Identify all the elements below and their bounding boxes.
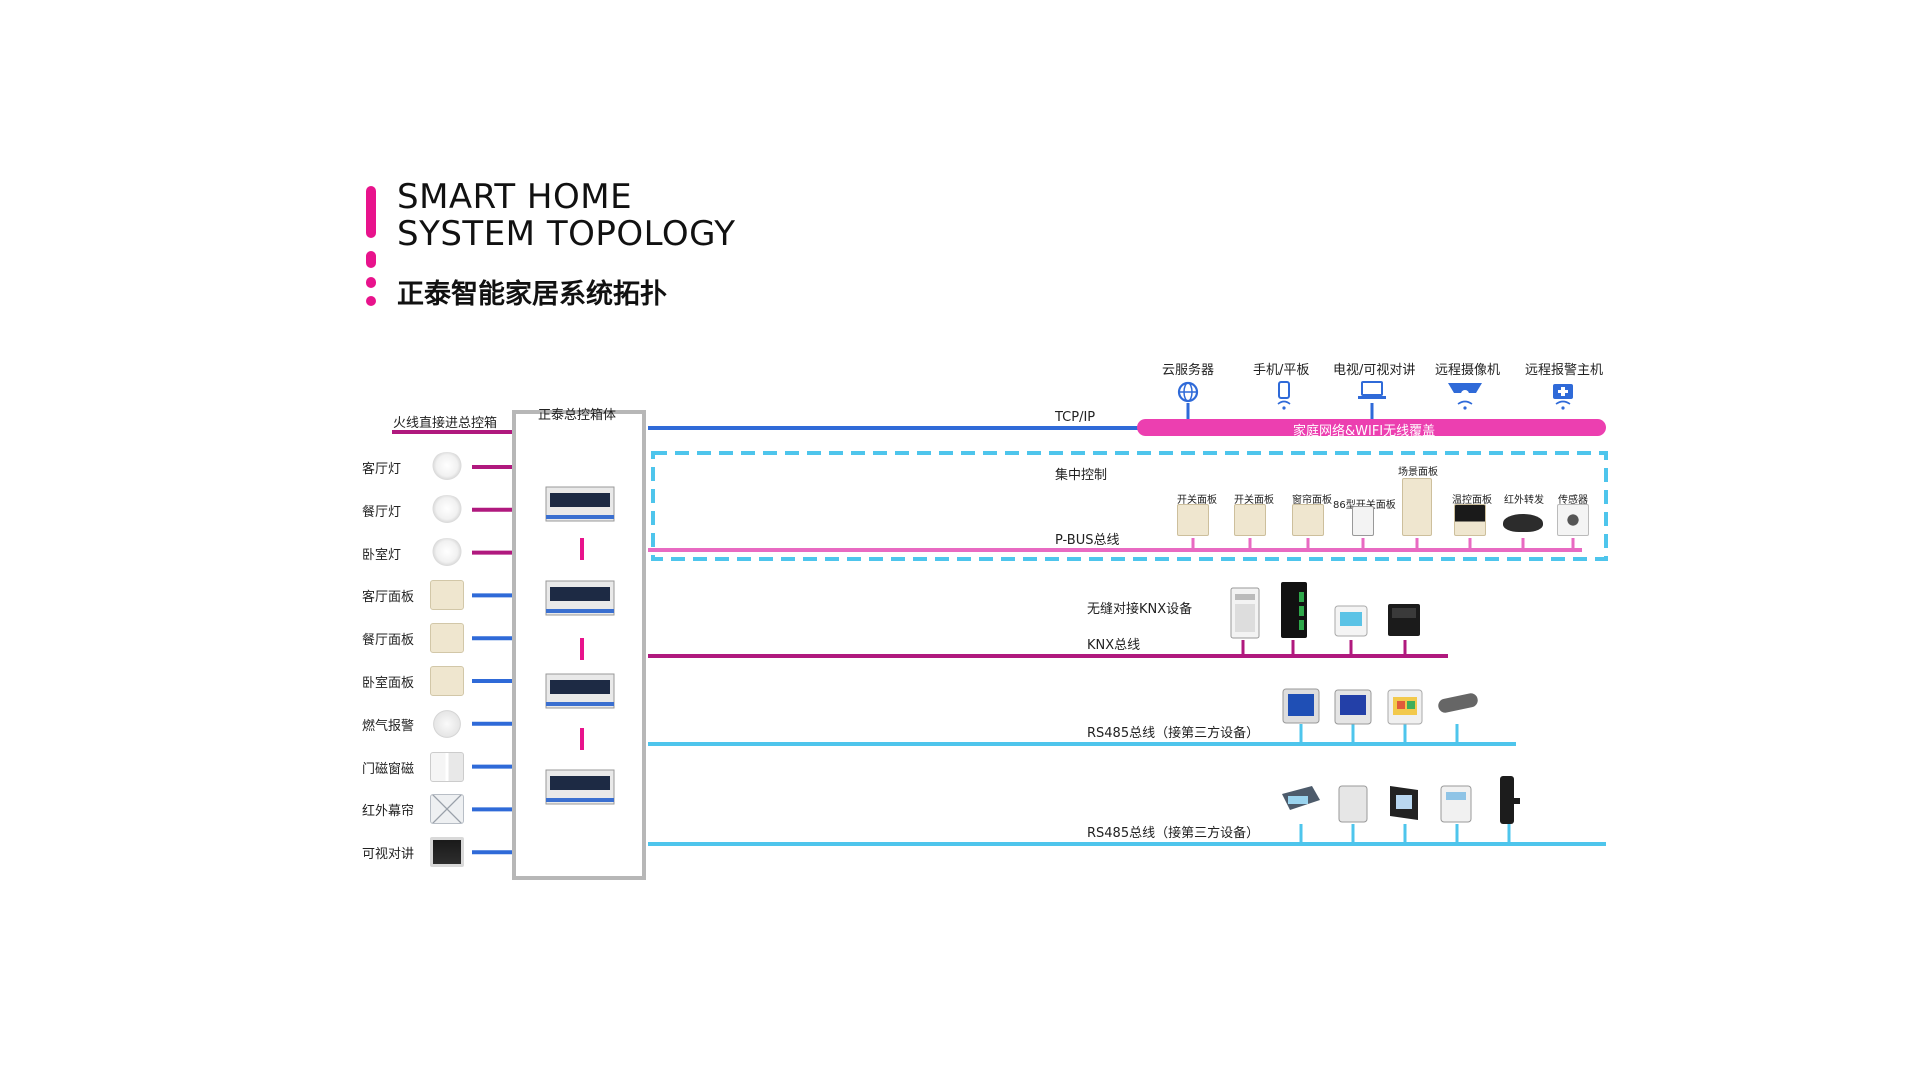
switch-panel-icon (430, 623, 464, 654)
title-chinese: 正泰智能家居系统拓扑 (397, 279, 667, 310)
left-item-label: 可视对讲 (362, 847, 415, 863)
left-item-label: 红外幕帘 (362, 804, 415, 820)
curtain-panel-icon (1292, 504, 1324, 536)
network-device-label: 远程报警主机 (1525, 363, 1604, 378)
title-line-2: SYSTEM TOPOLOGY (397, 214, 736, 254)
pbus-device-label: 场景面板 (1398, 467, 1438, 478)
camera-icon (1448, 383, 1482, 410)
thermostat-icon (1454, 504, 1486, 536)
rs485b-fresh-air-icon (1282, 786, 1320, 810)
switch-panel-icon (430, 580, 464, 611)
pendant-lamp-icon (430, 494, 464, 525)
knx-glass-panel-icon (1388, 604, 1420, 636)
pbus-device-label: 温控面板 (1452, 495, 1492, 506)
title-accent-bar-top (366, 186, 376, 238)
left-item-label: 门磁窗磁 (362, 761, 415, 777)
rs485a-motor-icon (1438, 693, 1478, 713)
module-link-2 (580, 638, 584, 660)
left-item-label: 客厅灯 (362, 462, 402, 477)
wifi-pill (1137, 419, 1606, 436)
left-connectors (472, 465, 512, 855)
title-accent-dot-2 (366, 296, 376, 306)
control-module-1 (545, 486, 615, 522)
rs485b-touchscreen-icon (1390, 786, 1418, 820)
network-device-label: 云服务器 (1162, 363, 1215, 378)
pbus-device-label: 开关面板 (1177, 495, 1217, 506)
ir-blaster-icon (1503, 514, 1543, 532)
switch-panel-icon (1234, 504, 1266, 536)
left-item-label: 燃气报警 (362, 718, 415, 734)
network-device-label: 手机/平板 (1253, 363, 1310, 378)
control-module-4 (545, 769, 615, 805)
knx-panel-black-icon (1281, 582, 1307, 638)
pbus-device-label: 开关面板 (1234, 495, 1274, 506)
title-accent-bar-mid (366, 251, 376, 268)
rs485b-bus-label: RS485总线（接第三方设备） (1087, 826, 1260, 841)
pbus-stubs (1191, 538, 1575, 550)
laptop-icon (1358, 381, 1386, 399)
rs485a-color-panel-icon (1387, 689, 1423, 725)
control-box-outline (512, 410, 646, 880)
wifi-label: 家庭网络&WIFI无线覆盖 (1293, 424, 1436, 439)
title-line-1: SMART HOME (397, 177, 633, 217)
rs485a-controller-icon (1334, 689, 1372, 725)
left-item-label: 卧室面板 (362, 676, 415, 691)
knx-device-label: 无缝对接KNX设备 (1087, 602, 1193, 617)
rs485b-control-panel-icon (1440, 785, 1472, 823)
alarm-host-icon (1553, 384, 1573, 410)
knx-bus-label: KNX总线 (1087, 638, 1141, 653)
left-item-label: 客厅面板 (362, 590, 415, 606)
cloud-server-icon (1177, 381, 1199, 403)
feed-label: 火线直接进总控箱 (393, 416, 498, 431)
control-module-3 (545, 673, 615, 709)
rs485a-thermostat-icon (1282, 688, 1320, 724)
pbus-device-label: 传感器 (1558, 495, 1588, 506)
control-box-label: 正泰总控箱体 (538, 408, 617, 423)
rs485a-bus-label: RS485总线（接第三方设备） (1087, 726, 1260, 741)
pbus-device-label: 窗帘面板 (1292, 495, 1332, 506)
knx-keypad-icon (1230, 587, 1260, 639)
left-item-label: 卧室灯 (362, 547, 402, 563)
title-accent-dot (366, 277, 376, 288)
module-link-3 (580, 728, 584, 750)
pbus-device-label: 86型开关面板 (1333, 496, 1396, 511)
pbus-group-label: 集中控制 (1055, 468, 1108, 483)
pbus-device-label: 红外转发 (1504, 495, 1544, 506)
left-item-label: 餐厅灯 (362, 504, 402, 520)
pbus-bus-label: P-BUS总线 (1055, 533, 1120, 548)
phone-icon (1277, 381, 1291, 410)
rs485b-door-lock-icon (1500, 776, 1520, 824)
module-link-1 (580, 538, 584, 560)
chandelier-icon (430, 452, 464, 482)
ceiling-lamp-icon (430, 537, 464, 568)
knx-thermostat-icon (1334, 605, 1368, 637)
intercom-icon (430, 837, 464, 868)
switch-panel-icon (1177, 504, 1209, 536)
door-sensor-icon (430, 751, 464, 782)
tcp-label: TCP/IP (1055, 410, 1096, 425)
sensor-icon (1557, 504, 1589, 536)
control-module-2 (545, 580, 615, 616)
gas-detector-icon (430, 708, 464, 739)
switch-panel-icon (430, 666, 464, 696)
rs485b-meter-icon (1338, 785, 1368, 823)
network-device-label: 远程摄像机 (1435, 363, 1501, 378)
infrared-curtain-icon (430, 794, 464, 825)
left-item-label: 餐厅面板 (362, 633, 415, 649)
scene-panel-icon (1402, 478, 1432, 536)
network-device-label: 电视/可视对讲 (1333, 363, 1416, 378)
switch-panel-icon (1352, 506, 1374, 536)
